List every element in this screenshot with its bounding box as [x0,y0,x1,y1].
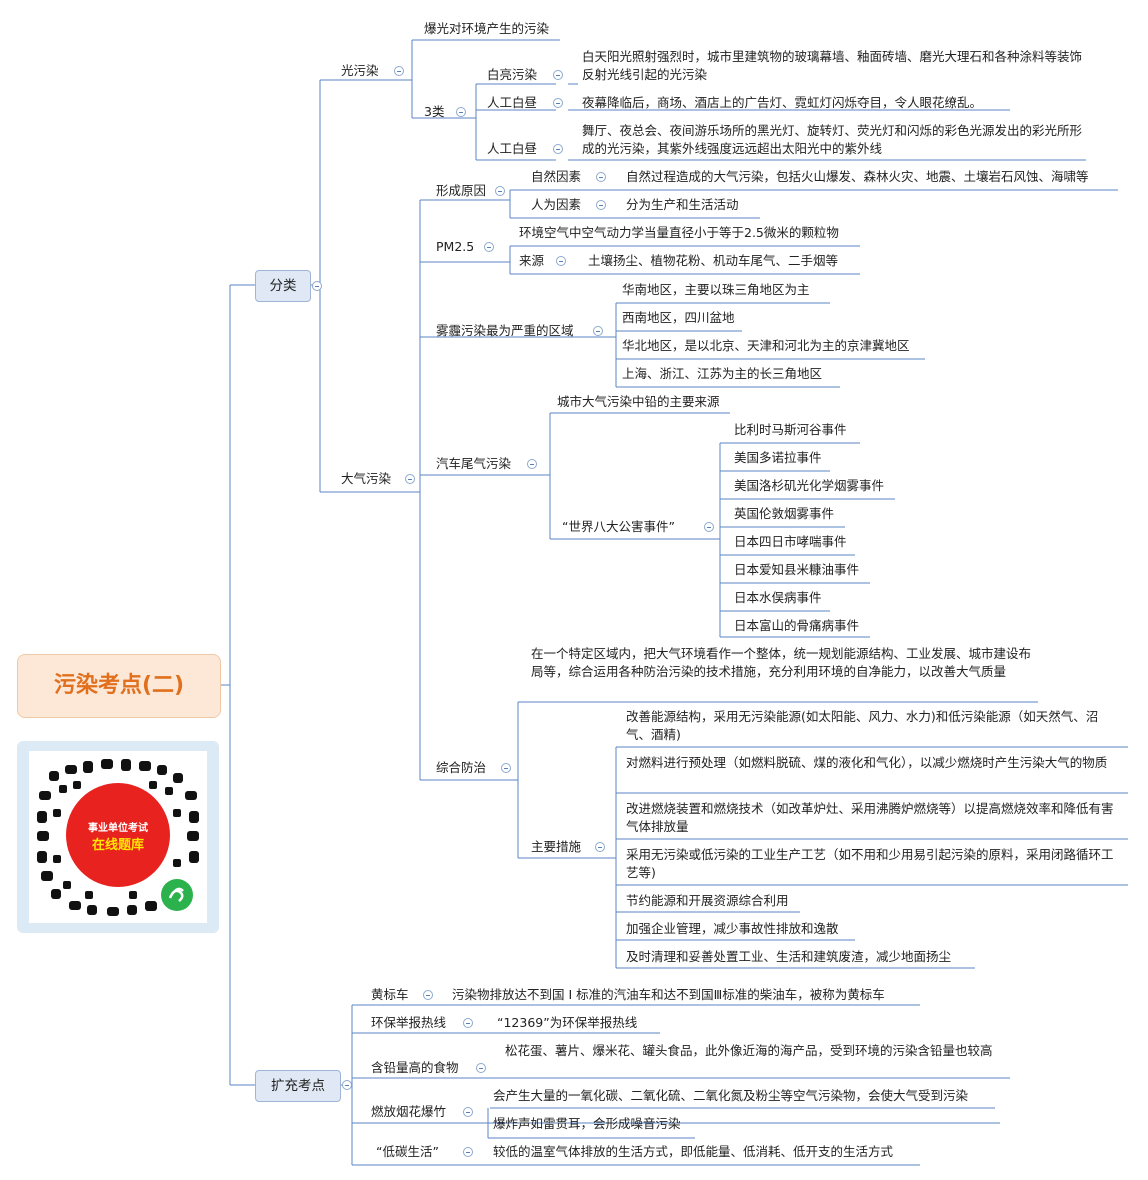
haze-region-item: 华南地区，主要以珠三角地区为主 [622,282,810,297]
topic-human-factor[interactable]: 人为因素 [531,197,582,212]
qr-code-image: 事业单位考试 在线题库 [37,759,199,916]
human-factor-desc: 分为生产和生活活动 [626,197,739,212]
topic-artificial-daylight-2[interactable]: 人工白昼 [487,141,538,156]
collapse-toggle-icon[interactable] [556,256,566,266]
pollution-event-item: 美国多诺拉事件 [734,450,822,465]
root-topic[interactable]: 污染考点(二) [17,654,221,718]
yellow-label-car-desc: 污染物排放达不到国 I 标准的汽油车和达不到国Ⅲ标准的柴油车，被称为黄标车 [452,987,885,1002]
collapse-toggle-icon[interactable] [501,763,511,773]
fireworks-desc-air: 会产生大量的一氧化碳、二氧化硫、二氧化氮及粉尘等空气污染物，会使大气受到污染 [493,1088,969,1103]
measure-item: 节约能源和开展资源综合利用 [626,893,789,908]
topic-high-lead-food[interactable]: 含铅量高的食物 [371,1060,459,1075]
natural-factor-desc: 自然过程造成的大气污染，包括火山爆发、森林火灾、地震、土壤岩石风蚀、海啸等 [626,169,1089,184]
measure-item: 加强企业管理，减少事故性排放和逸散 [626,921,839,936]
collapse-toggle-icon[interactable] [596,200,606,210]
pollution-event-item: 日本水俣病事件 [734,590,822,605]
collapse-toggle-icon[interactable] [593,326,603,336]
collapse-toggle-icon[interactable] [405,474,415,484]
exhaust-lead-source: 城市大气污染中铅的主要来源 [557,394,720,409]
branch-classify-label: 分类 [269,278,297,294]
measure-item: 采用无污染或低污染的工业生产工艺（如不用和少用易引起污染的原料，采用闭路循环工艺… [626,847,1114,880]
branch-classify[interactable]: 分类 [255,270,311,302]
collapse-toggle-icon[interactable] [596,172,606,182]
haze-region-item: 上海、浙江、江苏为主的长三角地区 [622,366,823,381]
fireworks-desc-noise: 爆炸声如雷贯耳，会形成噪音污染 [493,1116,681,1131]
topic-env-hotline[interactable]: 环保举报热线 [371,1015,447,1030]
topic-formation-cause[interactable]: 形成原因 [436,183,487,198]
measure-item: 改善能源结构，采用无污染能源(如太阳能、风力、水力)和低污染能源（如天然气、沼气… [626,709,1099,742]
collapse-toggle-icon[interactable] [553,144,563,154]
topic-air-pollution[interactable]: 大气污染 [341,471,392,486]
collapse-toggle-icon[interactable] [456,107,466,117]
topic-natural-factor[interactable]: 自然因素 [531,169,582,184]
branch-extension-label: 扩充考点 [271,1078,325,1094]
topic-low-carbon-life[interactable]: “低碳生活” [376,1144,439,1159]
pm25-definition: 环境空气中空气动力学当量直径小于等于2.5微米的颗粒物 [519,225,839,240]
topic-comprehensive-prevention[interactable]: 综合防治 [436,760,487,775]
collapse-toggle-icon[interactable] [595,842,605,852]
pollution-event-item: 英国伦敦烟雾事件 [734,506,835,521]
pm25-source-desc: 土壤扬尘、植物花粉、机动车尾气、二手烟等 [588,253,839,268]
pollution-event-item: 美国洛杉矶光化学烟雾事件 [734,478,885,493]
light-definition: 爆光对环境产生的污染 [424,21,550,36]
collapse-toggle-icon[interactable] [484,242,494,252]
collapse-toggle-icon[interactable] [704,522,714,532]
topic-main-measures[interactable]: 主要措施 [531,839,582,854]
topic-haze-regions[interactable]: 雾霾污染最为严重的区域 [436,323,574,338]
qr-code-panel: 事业单位考试 在线题库 [17,741,219,933]
collapse-toggle-icon[interactable] [463,1107,473,1117]
measure-item: 及时清理和妥善处置工业、生活和建筑废渣，减少地面扬尘 [626,949,952,964]
topic-yellow-label-car[interactable]: 黄标车 [371,987,409,1002]
collapse-toggle-icon[interactable] [342,1080,352,1090]
haze-region-item: 华北地区，是以北京、天津和河北为主的京津冀地区 [622,338,910,353]
qr-code-card: 事业单位考试 在线题库 [29,751,207,923]
env-hotline-desc: “12369”为环保举报热线 [497,1015,638,1030]
topic-fireworks[interactable]: 燃放烟花爆竹 [371,1104,447,1119]
topic-white-pollution[interactable]: 白亮污染 [487,67,538,82]
measure-item: 改进燃烧装置和燃烧技术（如改革炉灶、采用沸腾炉燃烧等）以提高燃烧效率和降低有害气… [626,801,1114,834]
topic-vehicle-exhaust[interactable]: 汽车尾气污染 [436,456,512,471]
collapse-toggle-icon[interactable] [312,281,322,291]
collapse-toggle-icon[interactable] [463,1147,473,1157]
qr-center-badge [66,783,170,887]
topic-pm25[interactable]: PM2.5 [436,239,475,254]
branch-extension[interactable]: 扩充考点 [255,1070,341,1102]
pollution-event-item: 比利时马斯河谷事件 [734,422,847,437]
measure-item: 对燃料进行预处理（如燃料脱硫、煤的液化和气化），以减少燃烧时产生污染大气的物质 [626,755,1108,770]
collapse-toggle-icon[interactable] [476,1063,486,1073]
collapse-toggle-icon[interactable] [553,70,563,80]
artificial-daylight-2-desc: 舞厅、夜总会、夜间游乐场所的黑光灯、旋转灯、荧光灯和闪烁的彩色光源发出的彩光所形… [582,123,1083,156]
low-carbon-life-desc: 较低的温室气体排放的生活方式，即低能量、低消耗、低开支的生活方式 [493,1144,894,1159]
collapse-toggle-icon[interactable] [394,66,404,76]
pollution-event-item: 日本爱知县米糠油事件 [734,562,860,577]
topic-light-pollution[interactable]: 光污染 [341,63,379,78]
qr-line2: 在线题库 [92,837,144,853]
topic-three-types[interactable]: 3类 [424,104,445,119]
high-lead-food-desc: 松花蛋、薯片、爆米花、罐头食品，此外像近海的海产品，受到环境的污染含铅量也较高 [505,1043,993,1058]
collapse-toggle-icon[interactable] [495,186,505,196]
prevention-definition: 在一个特定区域内，把大气环境看作一个整体，统一规划能源结构、工业发展、城市建设布… [531,646,1032,679]
topic-eight-pollution-events[interactable]: “世界八大公害事件” [562,519,675,534]
root-title: 污染考点(二) [53,673,185,698]
haze-region-item: 西南地区，四川盆地 [622,310,735,325]
collapse-toggle-icon[interactable] [463,1018,473,1028]
mini-program-icon [161,879,193,911]
qr-line1: 事业单位考试 [88,821,148,834]
artificial-daylight-1-desc: 夜幕降临后，商场、酒店上的广告灯、霓虹灯闪烁夺目，令人眼花缭乱。 [582,95,983,110]
collapse-toggle-icon[interactable] [423,990,433,1000]
topic-artificial-daylight-1[interactable]: 人工白昼 [487,95,538,110]
collapse-toggle-icon[interactable] [527,459,537,469]
collapse-toggle-icon[interactable] [553,98,563,108]
pollution-event-item: 日本富山的骨痛病事件 [734,618,860,633]
topic-pm25-source[interactable]: 来源 [519,253,545,268]
white-pollution-desc: 白天阳光照射强烈时，城市里建筑物的玻璃幕墙、釉面砖墙、磨光大理石和各种涂料等装饰… [582,49,1083,82]
pollution-event-item: 日本四日市哮喘事件 [734,534,847,549]
